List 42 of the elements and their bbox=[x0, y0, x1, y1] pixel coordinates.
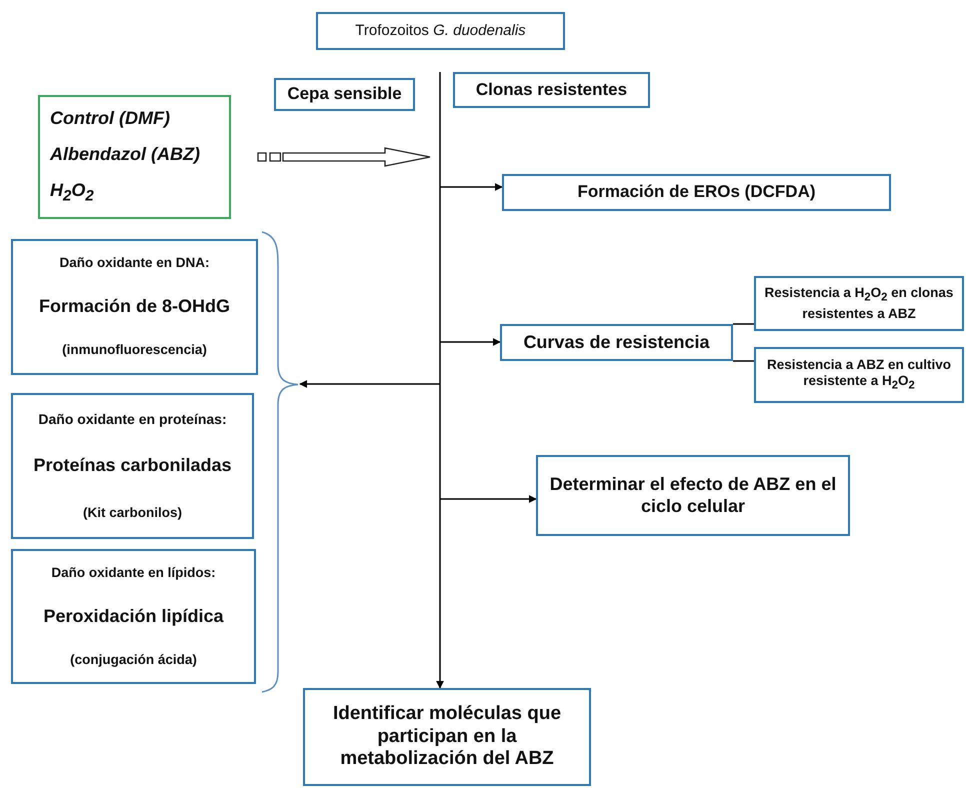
block-arrow bbox=[257, 147, 431, 167]
process-box bbox=[303, 688, 591, 786]
box-label: Cepa sensible bbox=[287, 84, 402, 105]
process-box bbox=[11, 239, 258, 375]
box-label: (inmunofluorescencia) bbox=[62, 342, 207, 359]
box-label: Peroxidación lipídica bbox=[43, 606, 224, 628]
box-label: Determinar el efecto de ABZ en el ciclo celular bbox=[548, 474, 838, 518]
box-label: Daño oxidante en proteínas: bbox=[38, 410, 227, 428]
box-label: Albendazol (ABZ) bbox=[50, 144, 200, 166]
process-box bbox=[11, 549, 256, 684]
box-label: Formación de EROs (DCFDA) bbox=[577, 182, 816, 203]
process-box bbox=[274, 78, 415, 111]
box-label: Clonas resistentes bbox=[476, 80, 628, 100]
box-label: Control (DMF) bbox=[50, 108, 170, 130]
arrow bbox=[440, 183, 503, 191]
box-label: H$_{2}$O$_{2}$ bbox=[50, 180, 94, 206]
process-box bbox=[38, 95, 231, 219]
box-label: Resistencia a H$_{2}$O$_{2}$ en clonas resistentes a ABZ bbox=[764, 285, 954, 322]
connector-line bbox=[733, 360, 754, 362]
process-box bbox=[453, 72, 650, 108]
box-label: Daño oxidante en lípidos: bbox=[51, 565, 216, 582]
process-box bbox=[11, 393, 254, 539]
process-box bbox=[502, 174, 891, 211]
arrow bbox=[440, 495, 537, 503]
arrow bbox=[299, 380, 440, 388]
arrow bbox=[440, 338, 501, 346]
box-label: (Kit carbonilos) bbox=[82, 504, 182, 522]
box-label: Formación de 8-OHdG bbox=[38, 296, 230, 318]
box-label: (conjugación ácida) bbox=[70, 652, 197, 668]
arrow bbox=[436, 72, 444, 689]
box-label: Identificar moléculas que participan en la metabolización del ABZ bbox=[332, 702, 562, 772]
connector-line bbox=[733, 323, 754, 325]
process-box bbox=[754, 276, 964, 331]
process-box bbox=[316, 12, 565, 50]
box-label: Resistencia a ABZ en cultivo resistente a H$_{2}$O$_{2}$ bbox=[766, 356, 952, 394]
box-label: Daño oxidante en DNA: bbox=[59, 255, 210, 272]
process-box bbox=[500, 324, 733, 361]
box-label: Proteínas carboniladas bbox=[33, 455, 232, 478]
process-box bbox=[754, 347, 964, 403]
box-label: Curvas de resistencia bbox=[523, 332, 710, 354]
box-label: Trofozoitos G. duodenalis bbox=[355, 22, 526, 40]
process-box bbox=[536, 455, 850, 536]
